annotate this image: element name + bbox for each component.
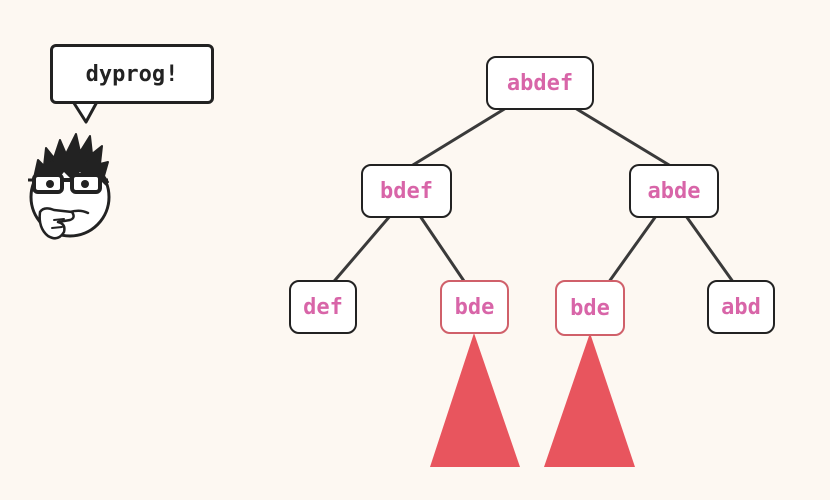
node-root-label: abdef <box>506 70 574 96</box>
edge-left-leftright <box>418 215 468 285</box>
node-right-right: abd <box>707 280 775 334</box>
edge-right-rightright <box>684 215 738 287</box>
repeated-subtree-left <box>430 333 520 467</box>
node-left: bdef <box>361 164 452 218</box>
tree-edges <box>328 106 738 287</box>
repeated-subtree-right <box>544 333 635 467</box>
edge-root-right <box>574 106 675 170</box>
node-right: abde <box>629 164 719 218</box>
node-right-left-label: bde <box>570 295 610 321</box>
node-left-label: bdef <box>380 178 433 204</box>
node-right-right-label: abd <box>721 294 761 320</box>
edge-left-leftleft <box>328 215 392 287</box>
node-right-label: abde <box>647 178 701 204</box>
node-right-left-repeated: bde <box>555 280 625 336</box>
node-left-left: def <box>289 280 357 334</box>
thinking-character-icon <box>28 96 111 240</box>
node-left-right-label: bde <box>454 294 495 320</box>
edge-root-left <box>407 106 507 170</box>
node-left-right-repeated: bde <box>440 280 509 334</box>
node-left-left-label: def <box>303 294 343 320</box>
speech-text: dyprog! <box>85 61 179 87</box>
node-root: abdef <box>486 56 594 110</box>
edge-right-rightleft <box>604 215 658 287</box>
speech-bubble: dyprog! <box>50 44 214 104</box>
